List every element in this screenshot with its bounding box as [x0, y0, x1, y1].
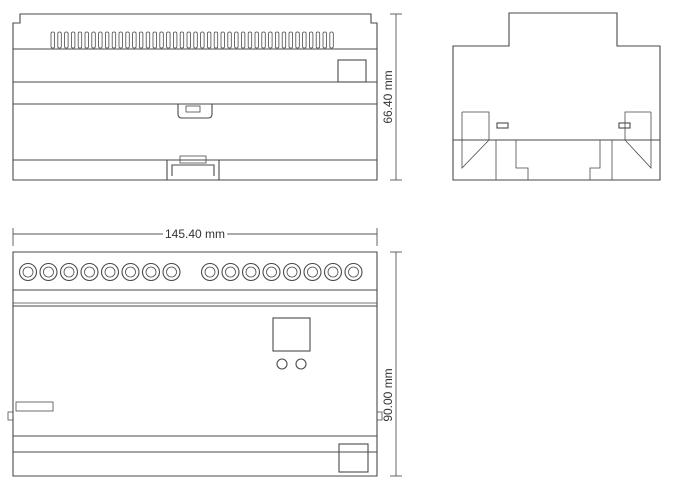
terminal-slot [254, 31, 259, 49]
screw-head [104, 266, 116, 278]
top-connector [337, 59, 367, 83]
terminal-slots [50, 31, 334, 49]
terminal-slot [145, 31, 151, 49]
screw-head [327, 266, 339, 278]
screw-head [145, 266, 157, 278]
terminal-slot [315, 31, 321, 49]
terminal-slot [179, 31, 185, 49]
terminal-slot [288, 31, 293, 49]
led-1 [276, 358, 288, 370]
terminal-slot [159, 31, 164, 49]
screw-terminal [18, 262, 38, 282]
terminal-slot [84, 31, 89, 49]
terminal-slot [234, 31, 239, 49]
screw-head [307, 266, 318, 278]
led-2 [295, 358, 307, 370]
label-strip [15, 401, 54, 412]
terminal-slot [206, 31, 212, 49]
terminal-slot [64, 31, 69, 49]
terminal-slot [71, 31, 76, 49]
terminal-slot [227, 31, 232, 49]
front-view [7, 251, 383, 477]
screw-head [125, 266, 136, 278]
terminal-slot [132, 31, 137, 49]
din-latch [166, 160, 220, 180]
terminal-slot [281, 31, 287, 49]
terminal-slot [77, 31, 83, 49]
terminal-slot [193, 31, 198, 49]
screw-terminal [323, 262, 343, 282]
terminal-slot [247, 31, 253, 49]
side-clip-left [496, 122, 509, 129]
width-label: 145.40 mm [165, 227, 225, 241]
screw-terminal [162, 262, 181, 282]
screw-head [286, 266, 298, 278]
terminal-slot [125, 31, 130, 49]
screw-head [266, 266, 277, 278]
screw-terminal [39, 262, 58, 282]
screw-terminal [200, 262, 220, 282]
terminal-slot [240, 31, 246, 49]
screw-head [204, 266, 216, 278]
terminal-slot [111, 31, 117, 49]
terminal-slot [50, 31, 55, 49]
screw-head [43, 266, 54, 278]
clip-tab [177, 104, 213, 119]
height-dimension-front: 90.00 mm [381, 251, 402, 477]
height-front-label: 90.00 mm [381, 368, 395, 421]
terminal-slot [329, 31, 334, 49]
terminal-slot [295, 31, 300, 49]
screw-terminal [59, 262, 79, 282]
height-dimension-top: 66.40 mm [381, 13, 402, 181]
terminal-slot [138, 31, 144, 49]
screw-terminal [121, 262, 140, 282]
screw-head [166, 266, 177, 278]
front-connector [338, 443, 369, 473]
screw-terminal [80, 262, 99, 282]
terminal-slot [91, 31, 96, 49]
screw-terminal [100, 262, 120, 282]
terminal-slot [186, 31, 191, 49]
terminal-slot [152, 31, 157, 49]
screw-terminal [241, 262, 261, 282]
terminal-slot [166, 31, 171, 49]
display-window [272, 317, 311, 352]
screw-terminals [18, 262, 363, 282]
screw-head [22, 266, 34, 278]
screw-terminal [221, 262, 240, 282]
screw-head [348, 266, 359, 278]
screw-terminal [344, 262, 363, 282]
terminal-slot [274, 31, 280, 49]
terminal-slot [220, 31, 225, 49]
terminal-slot [322, 31, 327, 49]
screw-head [63, 266, 75, 278]
screw-terminal [262, 262, 281, 282]
screw-terminal [282, 262, 302, 282]
screw-terminal [141, 262, 161, 282]
terminal-slot [213, 31, 219, 49]
height-top-label: 66.40 mm [381, 70, 395, 123]
terminal-slot [200, 31, 205, 49]
screw-head [225, 266, 236, 278]
top-view [12, 13, 378, 181]
terminal-slot [308, 31, 314, 49]
side-clip-right [618, 122, 631, 129]
screw-head [84, 266, 95, 278]
terminal-slot [261, 31, 266, 49]
terminal-slot [172, 31, 178, 49]
screw-terminal [303, 262, 322, 282]
width-dimension: 145.40 mm [12, 224, 378, 246]
side-view [452, 12, 661, 181]
screw-head [245, 266, 257, 278]
terminal-slot [302, 31, 307, 49]
terminal-slot [57, 31, 62, 49]
terminal-slot [118, 31, 123, 49]
terminal-slot [268, 31, 273, 49]
terminal-slot [105, 31, 110, 49]
terminal-slot [98, 31, 103, 49]
